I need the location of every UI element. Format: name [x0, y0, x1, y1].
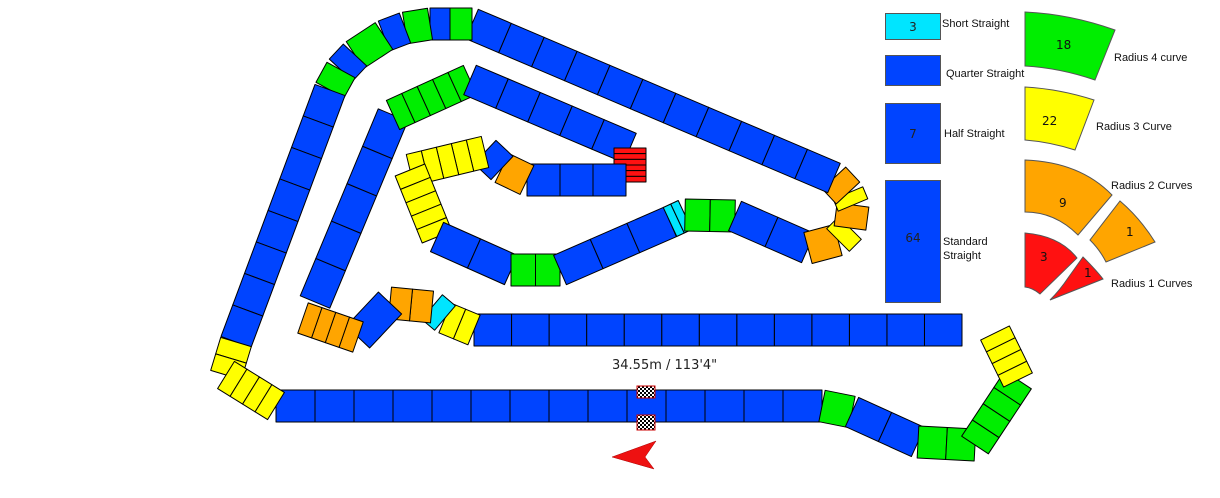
legend-radius2b-swatch: [1089, 200, 1156, 263]
legend-radius4-label: Radius 4 curve: [1114, 52, 1188, 64]
track-piece-radius2: [297, 302, 323, 339]
legend-radius4-swatch: [1024, 11, 1116, 81]
legend-radius4-count: 18: [1056, 38, 1072, 52]
legend-radius2-label: Radius 2 Curves: [1111, 180, 1193, 192]
track-piece-radius3: [438, 302, 467, 340]
legend-standard-straight-label: Standard Straight: [943, 236, 988, 262]
checker-flag-top: [636, 385, 656, 399]
legend-radius1a-count: 3: [1040, 250, 1048, 264]
track-piece-radius3: [254, 384, 285, 421]
track-piece-radius1: [613, 147, 647, 155]
track-piece-straight: [473, 313, 513, 347]
legend-short-straight-label: Short Straight: [942, 18, 1010, 30]
legend-short-straight-swatch: 3: [885, 13, 941, 40]
track-piece-straight: [661, 313, 700, 347]
track-piece-straight: [431, 389, 472, 423]
legend-half-straight-label: Half Straight: [944, 128, 1005, 140]
track-piece-radius4: [684, 198, 711, 232]
legend-radius1a-swatch: [1024, 232, 1078, 295]
track-piece-straight: [698, 313, 738, 347]
legend-radius1b-swatch: [1049, 256, 1104, 301]
checker-flag-bottom: [636, 414, 656, 431]
track-piece-straight: [586, 313, 625, 347]
track-piece-straight: [782, 389, 823, 423]
track-piece-radius1: [613, 153, 647, 160]
track-piece-straight: [773, 313, 813, 347]
legend-curves: [1024, 11, 1156, 301]
legend-standard-straight-swatch: 64: [885, 180, 941, 303]
track-piece-straight: [592, 163, 627, 197]
track-piece-straight: [392, 389, 433, 423]
race-track: [210, 7, 1033, 462]
legend-radius3-count: 22: [1042, 114, 1058, 128]
track-piece-straight: [665, 389, 706, 423]
track-piece-straight: [526, 163, 561, 197]
direction-arrow-icon: [611, 440, 657, 470]
track-piece-radius4: [709, 199, 736, 233]
track-piece-straight: [886, 313, 925, 347]
track-piece-straight: [848, 313, 888, 347]
track-piece-straight: [743, 389, 784, 423]
legend-radius1b-count: 1: [1084, 266, 1092, 280]
track-piece-straight: [923, 313, 963, 347]
legend-radius3-swatch: [1024, 86, 1095, 151]
track-piece-straight: [704, 389, 745, 423]
legend-radius2b-count: 1: [1126, 225, 1134, 239]
legend-quarter-straight-label: Quarter Straight: [946, 68, 1025, 80]
track-piece-radius4: [818, 389, 856, 429]
legend-quarter-straight-swatch: [885, 55, 941, 86]
track-piece-straight: [470, 389, 511, 423]
track-piece-straight: [314, 389, 355, 423]
track-piece-straight: [548, 313, 588, 347]
track-piece-radius2: [408, 288, 435, 324]
track-piece-straight: [587, 389, 628, 423]
track-piece-straight: [548, 389, 589, 423]
track-piece-straight: [623, 313, 663, 347]
track-piece-radius4: [510, 253, 536, 287]
legend-half-straight-swatch: 7: [885, 103, 941, 164]
track-length-label: 34.55m / 113'4": [612, 358, 718, 373]
legend-radius2a-count: 9: [1059, 196, 1067, 210]
track-piece-radius3: [980, 325, 1016, 353]
track-piece-straight: [736, 313, 775, 347]
track-piece-straight: [811, 313, 850, 347]
start-finish-line: [636, 385, 656, 431]
track-piece-straight: [345, 291, 403, 349]
track-piece-straight: [559, 163, 594, 197]
track-piece-straight: [353, 389, 394, 423]
track-piece-radius4: [449, 7, 473, 41]
legend-radius2a-swatch: [1024, 159, 1113, 236]
track-piece-straight: [429, 7, 451, 41]
track-piece-radius4: [916, 425, 948, 460]
track-piece-straight: [509, 389, 550, 423]
legend-radius3-label: Radius 3 Curve: [1096, 121, 1172, 133]
track-piece-straight: [511, 313, 550, 347]
legend-radius1-label: Radius 1 Curves: [1111, 278, 1193, 290]
